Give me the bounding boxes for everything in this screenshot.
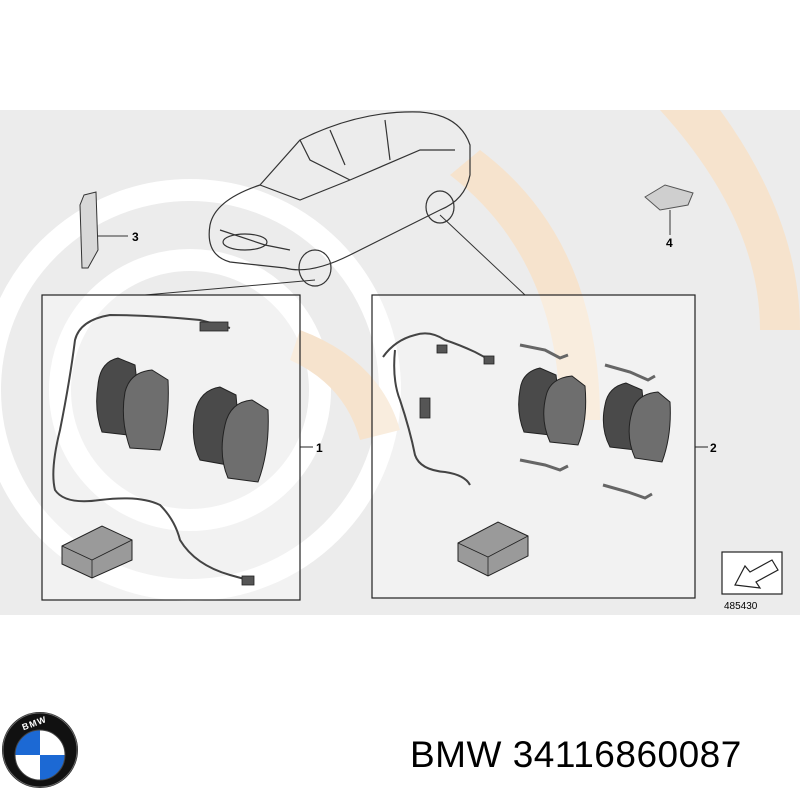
callout-1: 1 [316,441,323,455]
reference-arrow-icon [721,551,783,595]
part-1-box [41,294,313,601]
part-title: BMW 34116860087 [410,734,742,776]
reference-number: 485430 [724,601,758,612]
part-3-clip [79,191,128,269]
callout-3: 3 [132,230,139,244]
leader-lines [144,214,526,296]
part-number: 34116860087 [512,734,742,775]
callout-4: 4 [666,236,673,250]
part-2-box [371,294,708,599]
brand-name: BMW [410,734,502,775]
car-illustration [208,111,471,287]
callout-2: 2 [710,441,717,455]
bmw-logo-icon: BMW [2,712,78,788]
part-4-wedge [644,184,694,235]
